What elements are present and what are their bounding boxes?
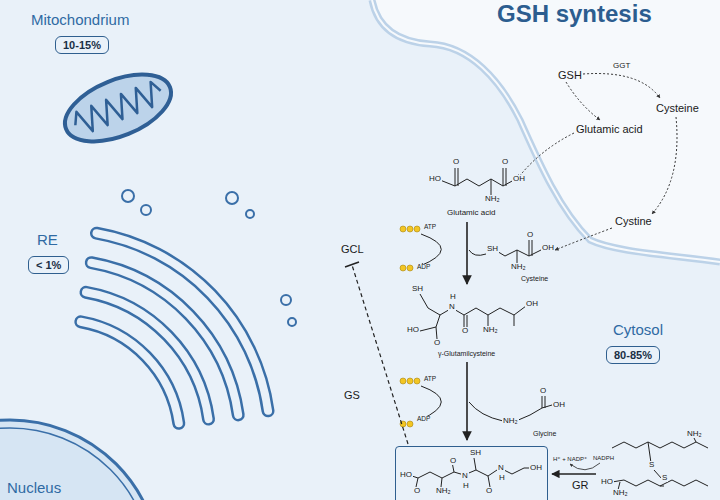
nucleus: [0, 420, 160, 500]
enzyme-label: GS: [343, 390, 361, 402]
atom-label: O: [526, 231, 534, 239]
atom-label: S: [648, 461, 655, 469]
cofactor-label: ADP: [416, 416, 431, 423]
atom-label: SH: [486, 245, 499, 253]
er-lumen: [91, 263, 238, 415]
atom-label: OH: [512, 175, 526, 183]
pathway-arrows: [420, 222, 503, 440]
cofactor-label: H⁺ + NADP⁺: [552, 456, 588, 462]
atom-label: NH₂: [435, 487, 452, 495]
vesicles: [122, 190, 296, 326]
atom-label: HO: [406, 326, 420, 334]
atom-label: O: [449, 457, 457, 465]
percentage-box: 80-85%: [606, 346, 660, 364]
molecule-label: Glutamic acid: [575, 124, 644, 136]
atom-label: O: [452, 158, 460, 166]
atom-label: NH₂: [510, 263, 527, 271]
atom-label: HO: [428, 175, 442, 183]
er-tube: [97, 233, 269, 411]
transport-arrows: [518, 74, 677, 251]
cofactor-label: ADP: [416, 264, 431, 271]
atom-label: HO: [399, 471, 413, 479]
compartment-label: RE: [36, 232, 59, 248]
atom-label: NH₂: [502, 417, 519, 425]
atom-label: H: [449, 293, 457, 301]
reduction-arrow: [552, 473, 596, 474]
cell-membrane: [372, 0, 720, 262]
nucleus-inner-membrane: [0, 428, 152, 500]
percentage-box: < 1%: [28, 256, 69, 274]
phosphate-dots: [400, 226, 420, 427]
cofactor-arrow: [570, 463, 600, 470]
atom-label: N: [448, 303, 456, 311]
atom-label: N: [497, 464, 505, 472]
percentage-text: 80-85%: [614, 349, 652, 361]
atom-label: N: [461, 472, 469, 480]
title: GSH syntesis: [496, 1, 653, 26]
atom-label: O: [413, 487, 421, 495]
compartment-label: Nucleus: [6, 480, 62, 496]
molecule-label: Cysteine: [655, 103, 700, 115]
molecule-name: γ-Glutamilcysteine: [437, 350, 496, 357]
atom-label: S: [661, 474, 668, 482]
chemical-bonds: [406, 168, 708, 490]
gsh-structure-box: SHHOONH₂NHONHOOH: [395, 446, 548, 500]
atom-label: NH₂: [686, 430, 703, 438]
enzyme-label: GGT: [612, 62, 631, 70]
atom-label: NH₂: [612, 489, 629, 497]
molecule-name: Glycine: [532, 430, 557, 437]
mitochondrion: [56, 61, 181, 155]
percentage-text: 10-15%: [63, 39, 101, 51]
atom-label: O: [485, 487, 493, 495]
endoplasmic-reticulum: [81, 233, 268, 423]
atom-label: OH: [552, 401, 566, 409]
atom-label: SH: [469, 449, 482, 457]
atom-label: SH: [411, 285, 424, 293]
enzyme-label: GR: [571, 480, 590, 492]
inhibition-line: [352, 265, 408, 444]
atom-label: H: [462, 482, 470, 490]
cofactor-label: ATP: [423, 224, 437, 231]
er-tube: [91, 263, 238, 415]
atom-label: OH: [541, 244, 555, 252]
atom-label: NH₂: [484, 195, 501, 203]
molecule-name: Cysteine: [520, 275, 549, 282]
atom-label: O: [501, 158, 509, 166]
molecule-label: GSH: [557, 70, 583, 82]
cell-membrane-line: [372, 0, 720, 262]
atom-label: O: [539, 387, 547, 395]
molecule-name: Glutamic acid: [446, 209, 496, 217]
atom-label: H: [498, 474, 506, 482]
percentage-box: 10-15%: [55, 36, 109, 54]
atom-label: O: [461, 327, 469, 335]
atom-label: OH: [525, 300, 539, 308]
extracellular-ground: [372, 0, 720, 262]
inhibition-bar: [345, 262, 359, 267]
atom-label: O: [433, 339, 441, 347]
enzyme-label: GCL: [340, 244, 365, 256]
cofactor-label: ATP: [423, 376, 437, 383]
percentage-text: < 1%: [36, 259, 61, 271]
atom-label: OH: [529, 464, 543, 472]
compartment-label: Mitochondrium: [30, 12, 130, 28]
atom-label: HO: [600, 478, 614, 486]
compartment-label: Cytosol: [612, 322, 664, 338]
cofactor-label: NADPH: [592, 455, 615, 461]
er-lumen: [97, 233, 269, 411]
atom-label: NH₂: [482, 326, 499, 334]
molecule-label: Cystine: [614, 216, 653, 228]
